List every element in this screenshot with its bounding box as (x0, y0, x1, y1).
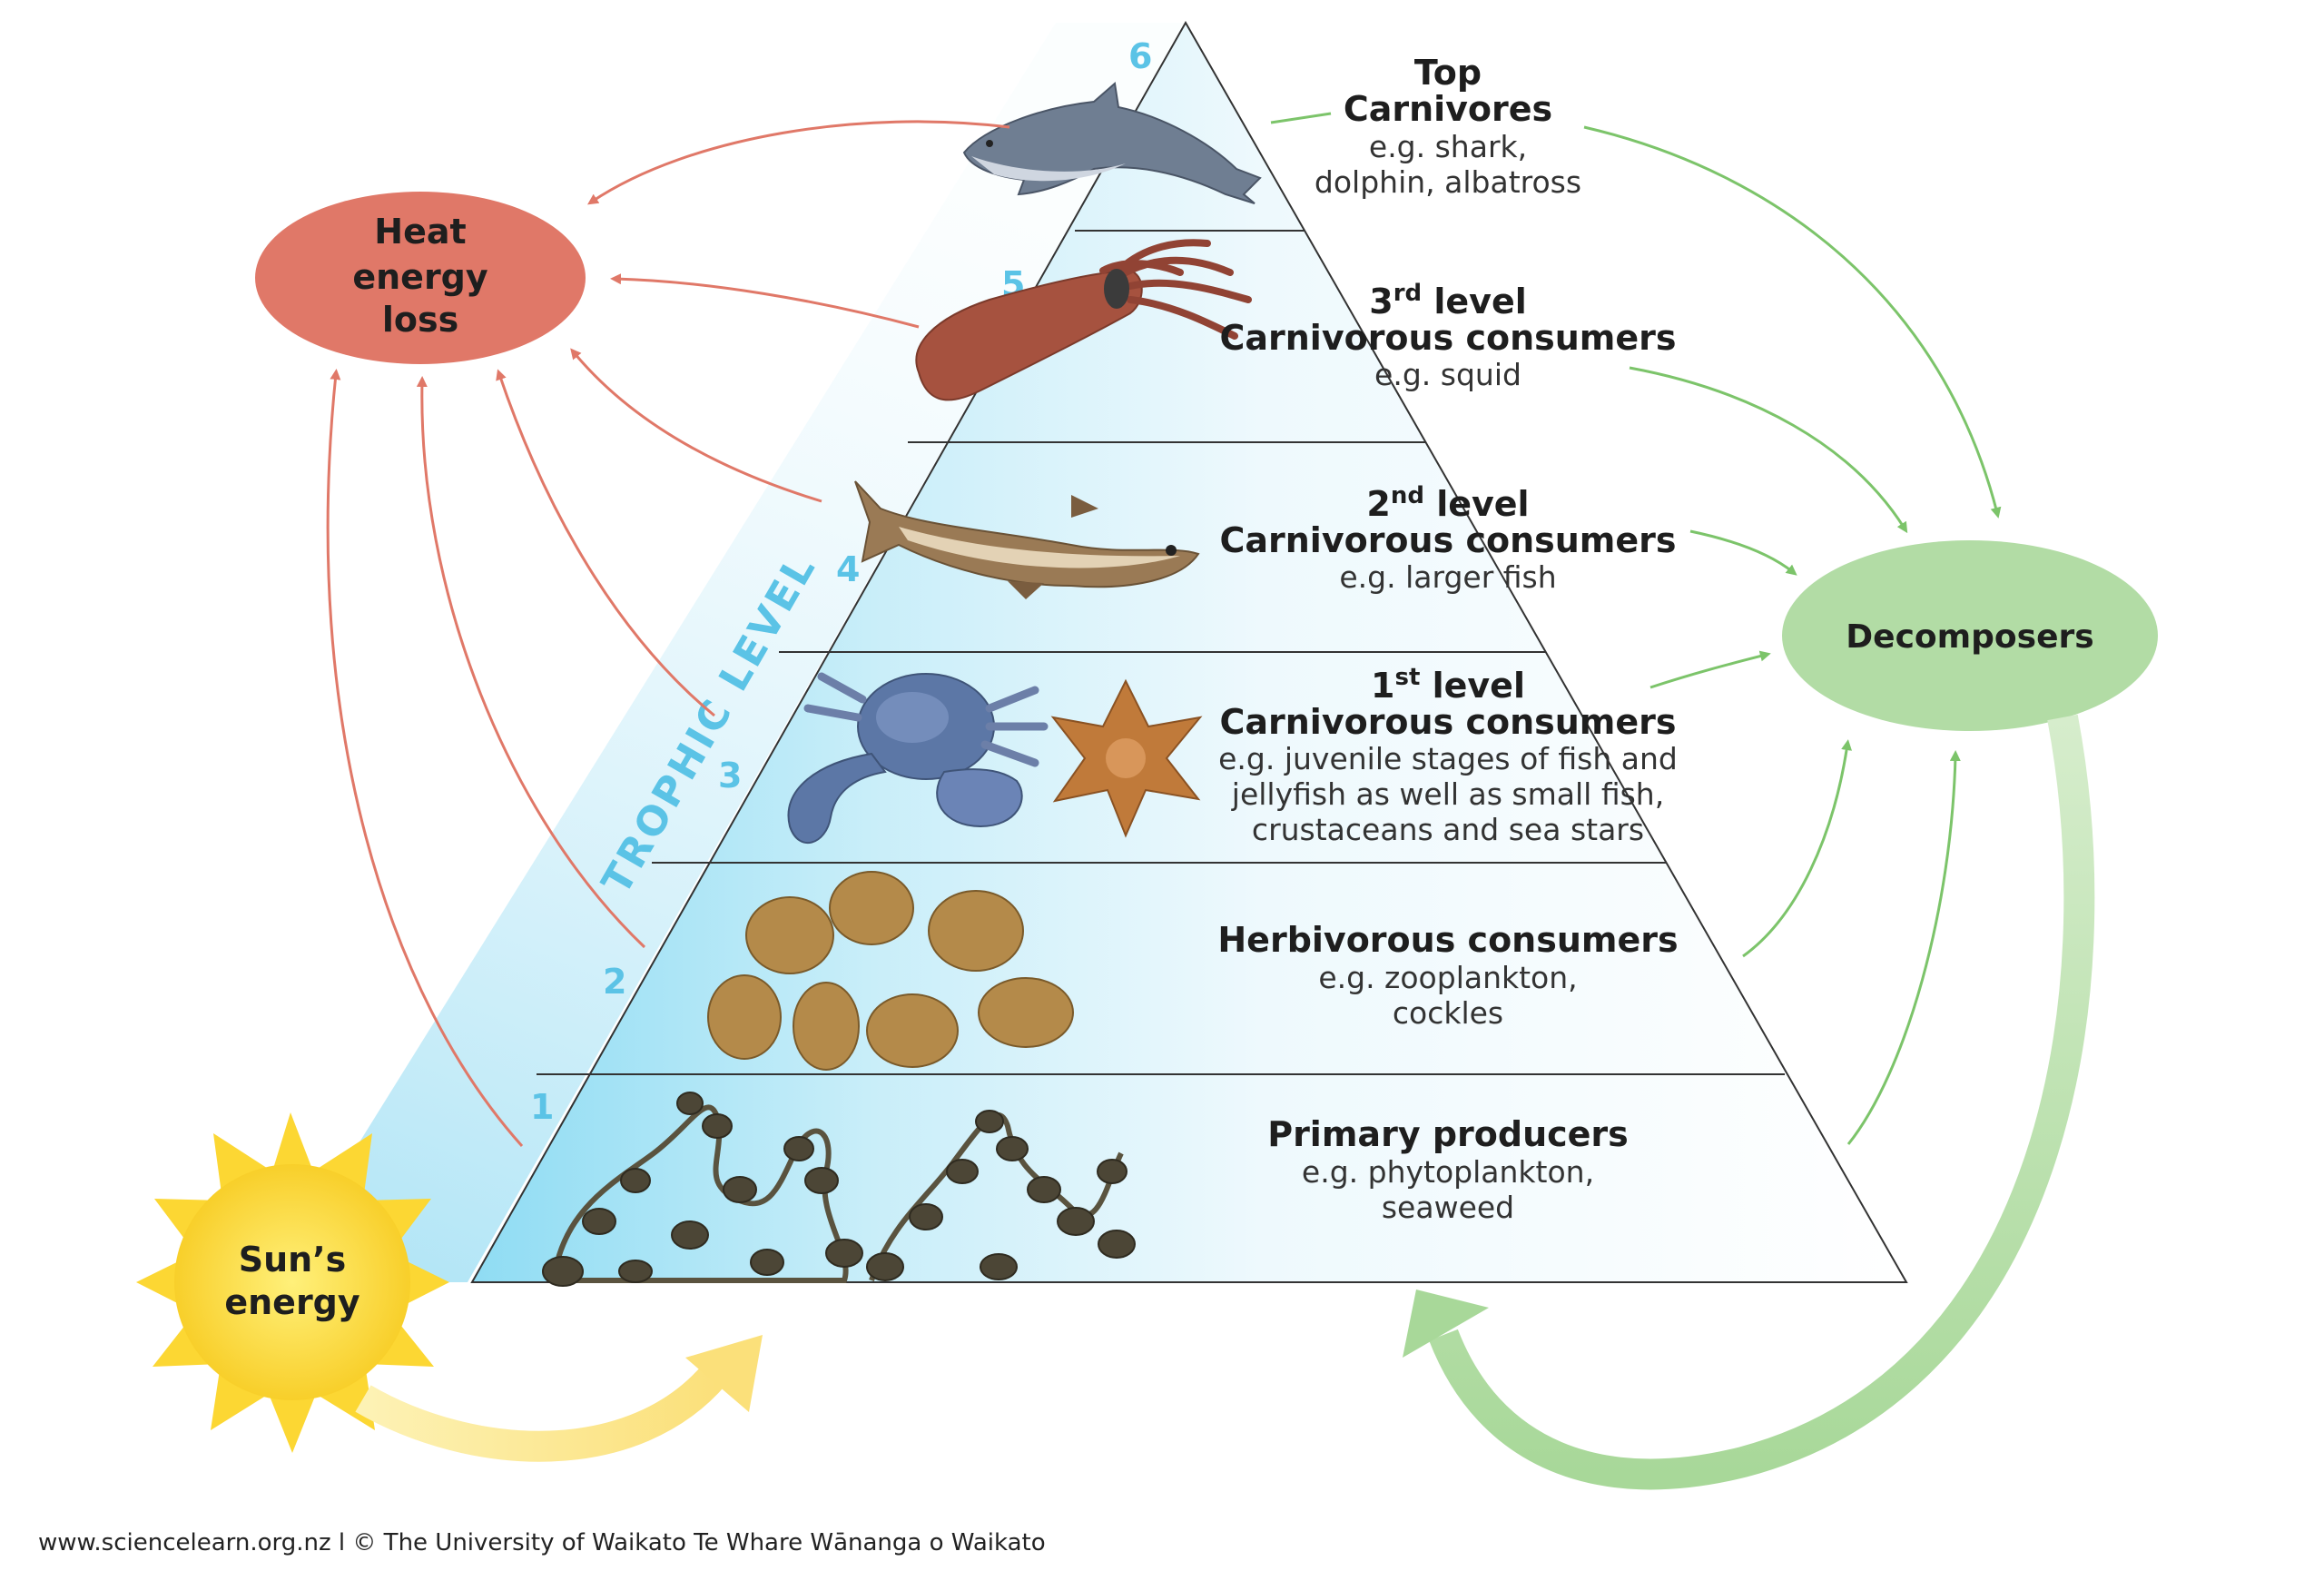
svg-text:Sun’s: Sun’s (239, 1240, 347, 1280)
sun-energy-arrow (355, 1360, 730, 1462)
footer-credit: www.sciencelearn.org.nz l © The Universi… (38, 1529, 1046, 1556)
level-6-example-line1: e.g. shark, (1369, 129, 1527, 164)
sea-star-illustration (1050, 678, 1203, 838)
level-dividers (537, 230, 1785, 1075)
decomposers-node (1782, 540, 2158, 731)
level-1-title-line1: Primary producers (1267, 1114, 1629, 1154)
level-number-1: 1 (530, 1087, 554, 1127)
level-5-title-line2: Carnivorous consumers (1219, 318, 1676, 358)
decomposer-arrows (1270, 112, 2002, 1145)
level-2-example-line2: cockles (1393, 995, 1503, 1031)
level-3-text: 1st level Carnivorous consumers e.g. juv… (1218, 664, 1678, 847)
level-3-example-line2: jellyfish as well as small fish, (1231, 776, 1664, 812)
level-number-6: 6 (1128, 36, 1152, 76)
heat-energy-loss-label: Heat energy loss (352, 212, 488, 340)
level-4-text: 2nd level Carnivorous consumers e.g. lar… (1219, 482, 1676, 595)
svg-text:energy: energy (352, 257, 488, 297)
recycling-arrowhead (1403, 1290, 1489, 1358)
recycling-arrow (1429, 714, 2095, 1490)
sun-icon (136, 1112, 449, 1453)
level-2-example-line1: e.g. zooplankton, (1318, 960, 1577, 995)
squid-illustration (915, 239, 1252, 401)
level-5-text: 3rd level Carnivorous consumers e.g. squ… (1219, 280, 1676, 392)
level-6-text: Top Carnivores e.g. shark, dolphin, alba… (1315, 53, 1581, 200)
seaweed-illustration (542, 1092, 1136, 1287)
heat-energy-loss-node (255, 192, 586, 364)
level-2-title-line1: Herbivorous consumers (1217, 920, 1678, 960)
decomposers-label: Decomposers (1846, 618, 2093, 656)
dolphin-illustration (962, 82, 1262, 204)
level-3-example-line1: e.g. juvenile stages of fish and (1218, 741, 1678, 776)
level-6-title-line1: Top (1414, 53, 1482, 93)
level-4-title-line2: Carnivorous consumers (1219, 520, 1676, 560)
crab-illustration (787, 672, 1049, 845)
level-4-title-line1: 2nd level (1366, 482, 1529, 524)
level-number-4: 4 (836, 549, 860, 589)
level-number-2: 2 (603, 962, 626, 1002)
level-3-example-line3: crustaceans and sea stars (1252, 812, 1644, 847)
level-number-3: 3 (718, 756, 742, 795)
level-3-title-line1: 1st level (1371, 664, 1525, 706)
svg-text:loss: loss (382, 300, 458, 340)
level-5-title-line1: 3rd level (1369, 280, 1527, 321)
level-4-example-line1: e.g. larger fish (1339, 559, 1556, 595)
fish-illustration (854, 480, 1200, 599)
heat-loss-arrows (326, 120, 1010, 1147)
sun-energy-arrowhead (685, 1335, 763, 1412)
level-1-example-line2: seaweed (1382, 1190, 1514, 1225)
level-1-text: Primary producers e.g. phytoplankton, se… (1267, 1114, 1629, 1225)
svg-text:Heat: Heat (374, 212, 466, 252)
level-1-example-line1: e.g. phytoplankton, (1302, 1154, 1594, 1190)
level-6-title-line2: Carnivores (1344, 89, 1552, 129)
level-5-example-line1: e.g. squid (1374, 357, 1521, 392)
level-2-text: Herbivorous consumers e.g. zooplankton, … (1217, 920, 1678, 1031)
level-6-example-line2: dolphin, albatross (1315, 164, 1581, 200)
sun-energy-label: Sun’s energy (224, 1240, 360, 1322)
cockles-illustration (707, 871, 1074, 1071)
level-3-title-line2: Carnivorous consumers (1219, 702, 1676, 742)
svg-text:energy: energy (224, 1282, 360, 1322)
